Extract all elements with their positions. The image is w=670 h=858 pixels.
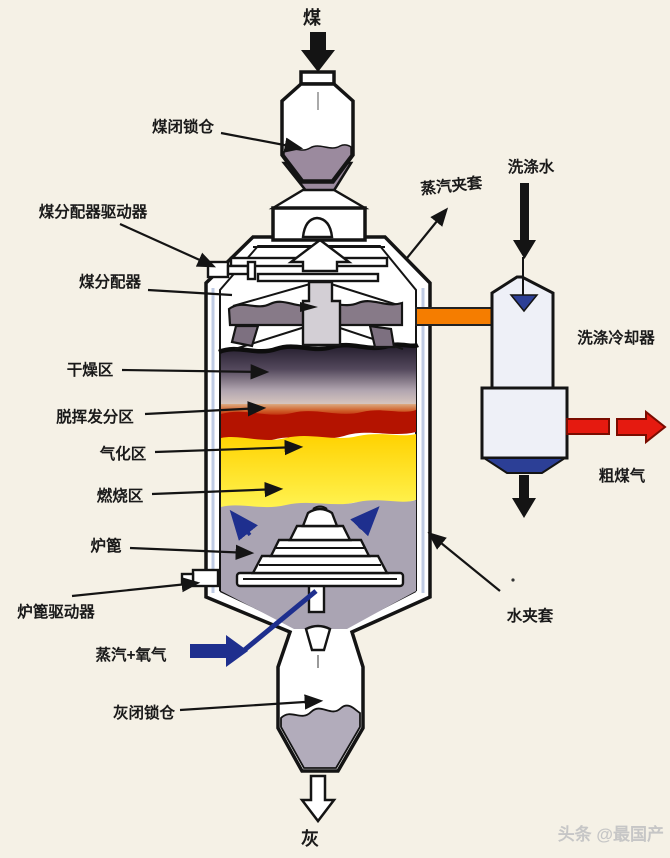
crude-gas-pipe — [415, 307, 493, 326]
label-gasification-zone: 气化区 — [99, 444, 147, 463]
label-grate-driver: 炉篦驱动器 — [17, 602, 95, 621]
label-coal-lock-hopper: 煤闭锁仓 — [152, 117, 215, 136]
leader-combustion-zone — [151, 481, 284, 498]
wash-water-arrow — [513, 183, 536, 259]
leader-drying-zone — [121, 364, 270, 380]
coal-inlet-arrow — [301, 32, 335, 72]
cooler-water-cone — [480, 457, 569, 474]
coal-bed-top-line — [218, 342, 420, 355]
leader-grate — [129, 544, 255, 561]
coal-distributor-drive-plate — [246, 260, 257, 281]
label-wash-water: 洗涤水 — [508, 157, 555, 176]
label-wash-cooler: 洗涤冷却器 — [577, 328, 655, 347]
steam-oxygen-inlet — [190, 589, 318, 667]
watermark: 头条 @最国产 — [558, 824, 664, 844]
leader-water-jacket — [427, 531, 501, 592]
leader-coal-distributor — [147, 288, 233, 297]
leader-coal-lock-hopper — [220, 131, 304, 153]
label-coal-distributor-driver: 煤分配器驱动器 — [39, 202, 148, 221]
label-ash-lock-hopper: 灰闭锁仓 — [113, 703, 176, 722]
coal-distributor-assembly — [227, 238, 404, 350]
label-combustion-zone: 燃烧区 — [97, 486, 144, 505]
wash-cooler-train — [415, 257, 667, 518]
leader-gasification-zone — [154, 439, 304, 456]
leader-ash-lock-hopper — [179, 694, 324, 712]
label-grate: 炉篦 — [90, 536, 122, 555]
steam-oxygen-lance — [240, 589, 318, 654]
feed-chute-arrow-shape — [287, 238, 353, 273]
labels: 煤 煤闭锁仓 煤分配器驱动器 煤分配器 干燥区 脱挥发分区 气化区 燃烧区 炉篦… — [17, 7, 664, 849]
ash-lock-hopper — [280, 704, 361, 824]
leader-steam-jacket — [406, 207, 449, 259]
label-steam-oxygen: 蒸汽+氧气 — [95, 645, 167, 664]
drying-zone-fill — [221, 344, 416, 406]
grate-cap — [301, 507, 339, 528]
spray-nozzle — [509, 294, 539, 313]
grate-nozzle — [304, 624, 332, 652]
label-water-jacket: 水夹套 — [507, 606, 554, 625]
distributor-shaft — [301, 280, 342, 347]
ash-outlet-arrow — [299, 774, 337, 824]
label-coal-distributor: 煤分配器 — [79, 272, 142, 291]
leader-grate-driver — [71, 576, 201, 598]
leader-lines — [71, 131, 515, 712]
wash-cooler-bottom — [480, 386, 569, 460]
cooler-drain-arrow — [512, 475, 536, 518]
grate-tier2 — [288, 524, 352, 542]
grate-knob — [312, 505, 328, 510]
raw-gas-pipe — [566, 418, 610, 435]
grate-assembly — [229, 505, 405, 668]
coal-feed-train — [268, 32, 370, 242]
steam-oxygen-arrow — [190, 635, 248, 667]
top-box-bell — [301, 216, 334, 239]
leader-devolatilization-zone — [144, 401, 267, 417]
gasification-combustion-fill — [221, 434, 416, 511]
hopper-neck — [299, 70, 336, 86]
gas-flow-arrow-left — [229, 509, 258, 541]
ash-fill — [280, 704, 361, 769]
grate-drive-stub — [180, 572, 195, 585]
raw-gas-arrow — [616, 409, 667, 445]
coal-distributor-drive-stub — [226, 264, 250, 276]
distributor-leg-right — [368, 324, 396, 349]
rotation-arrow — [300, 302, 318, 312]
distributor-rods — [232, 283, 404, 350]
label-raw-coal-gas: 粗煤气 — [599, 466, 646, 485]
label-ash: 灰 — [301, 828, 319, 849]
distributor-bar-lower — [256, 272, 380, 283]
label-devolatilization-zone: 脱挥发分区 — [56, 407, 134, 426]
red-band — [221, 410, 416, 442]
distributor-leg-left — [230, 324, 260, 348]
leader-coal-distributor-driver — [119, 222, 217, 268]
label-coal: 煤 — [303, 7, 321, 28]
label-drying-zone: 干燥区 — [67, 361, 114, 379]
gas-flow-arrow-right — [350, 506, 380, 537]
dot — [511, 578, 515, 582]
